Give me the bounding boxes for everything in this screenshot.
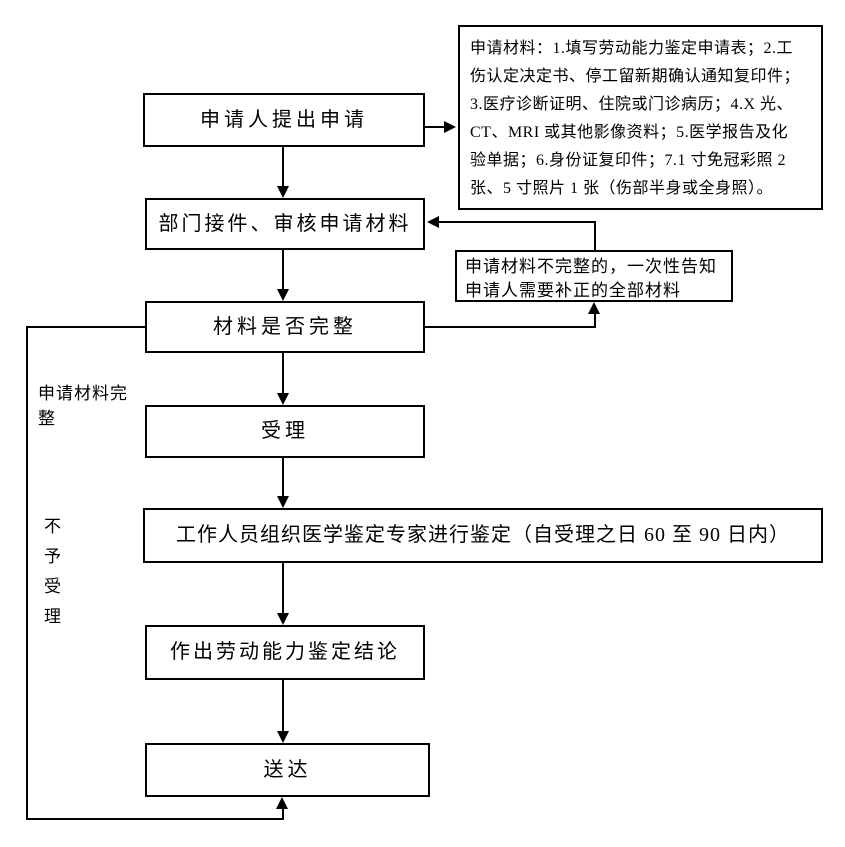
connector-reject-bottom [26,818,284,820]
arrowhead-down-icon [277,613,289,625]
connector-conclusion-deliver [282,680,284,732]
note-line: 验单据；6.身份证复印件；7.1 寸免冠彩照 2 [470,152,787,169]
node-incomplete-notice: 申请材料不完整的，一次性告知 申请人需要补正的全部材料 [455,250,733,302]
node-label: 申请人提出申请 [200,108,368,131]
node-label: 部门接件、审核申请材料 [158,212,412,235]
node-label: 材料是否完整 [213,315,357,338]
note-line: CT、MRI 或其他影像资料；5.医学报告及化 [470,124,789,141]
note-line: 3.医疗诊断证明、住院或门诊病历；4.X 光、 [470,96,794,113]
node-applicant-submits: 申请人提出申请 [143,93,425,147]
note-line: 申请材料：1.填写劳动能力鉴定申请表；2.工 [470,40,794,57]
connector-apply-receive [282,147,284,187]
node-label: 受理 [261,420,309,442]
node-label: 作出劳动能力鉴定结论 [170,641,400,663]
connector-incomplete-receive-vertical [594,222,596,250]
arrowhead-down-icon [277,731,289,743]
arrowhead-down-icon [277,496,289,508]
node-accept: 受理 [145,405,425,458]
arrowhead-up-icon [588,302,600,314]
note-line: 申请人需要补正的全部材料 [465,281,681,300]
connector-expert-conclusion [282,563,284,614]
node-label: 工作人员组织医学鉴定专家进行鉴定（自受理之日 60 至 90 日内） [176,524,790,546]
note-line: 伤认定决定书、停工留新期确认通知复印件； [470,68,801,85]
connector-accept-expert [282,458,284,497]
arrowhead-down-icon [277,186,289,198]
node-deliver: 送达 [145,743,430,797]
arrowhead-left-icon [427,216,439,228]
connector-check-accept [282,353,284,394]
edge-label-materials-complete: 申请材料完整 [38,384,128,428]
edge-label-not-accepted: 不予受理 [44,517,62,626]
node-label: 送达 [263,758,312,781]
connector-reject-left [26,326,28,820]
node-department-review: 部门接件、审核申请材料 [145,198,425,250]
note-line: 张、5 寸照片 1 张（伤部半身或全身照）。 [470,180,774,197]
node-expert-assessment: 工作人员组织医学鉴定专家进行鉴定（自受理之日 60 至 90 日内） [143,508,823,563]
arrowhead-down-icon [277,289,289,301]
node-conclusion: 作出劳动能力鉴定结论 [145,625,425,680]
node-materials-complete-check: 材料是否完整 [145,301,425,353]
arrowhead-down-icon [277,393,289,405]
connector-check-incomplete-vertical [594,313,596,328]
connector-reject-top [26,326,145,328]
connector-check-incomplete-horizontal [425,326,596,328]
arrowhead-up-icon [276,797,288,809]
connector-apply-notes [425,126,447,128]
node-application-materials-note: 申请材料：1.填写劳动能力鉴定申请表；2.工 伤认定决定书、停工留新期确认通知复… [458,25,823,210]
note-line: 申请材料不完整的，一次性告知 [465,257,717,276]
arrowhead-right-icon [444,121,456,133]
connector-receive-check [282,250,284,290]
connector-incomplete-receive-horizontal [439,221,596,223]
connector-reject-up [282,808,284,818]
